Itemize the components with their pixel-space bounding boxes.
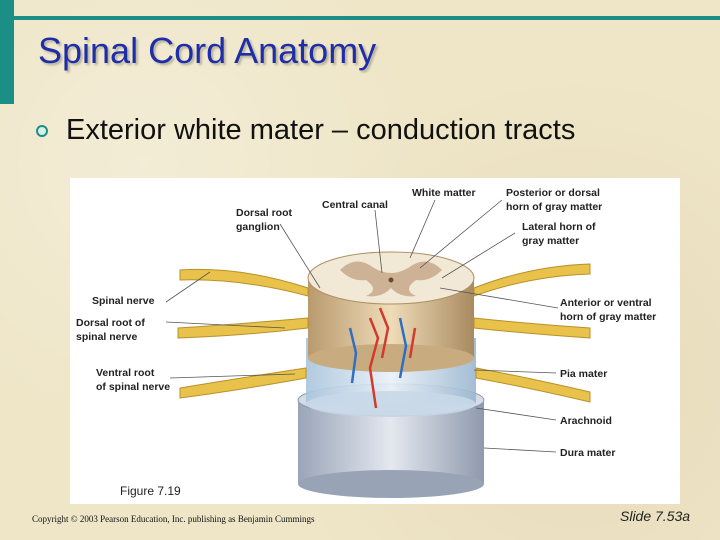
label-lateral-horn-1: Lateral horn of (522, 221, 596, 233)
label-dorsal-root-2: spinal nerve (76, 331, 137, 343)
label-central-canal: Central canal (322, 199, 388, 211)
left-nerves (177, 268, 309, 399)
slide-number: Slide 7.53a (620, 508, 691, 524)
label-spinal-nerve: Spinal nerve (92, 295, 155, 307)
label-white-matter: White matter (412, 187, 476, 199)
label-posterior-horn-2: horn of gray matter (506, 201, 602, 213)
spinal-cord-illustration: White matter Posterior or dorsal horn of… (76, 187, 656, 498)
bullet-item: Exterior white mater – conduction tracts (36, 114, 575, 147)
label-dorsal-ganglion-2: ganglion (236, 221, 280, 233)
slide-title: Spinal Cord Anatomy (38, 30, 377, 71)
label-anterior-horn-2: horn of gray matter (560, 311, 656, 323)
label-dorsal-root-1: Dorsal root of (76, 317, 145, 329)
top-rule (14, 16, 720, 20)
label-arachnoid: Arachnoid (560, 415, 612, 427)
label-posterior-horn-1: Posterior or dorsal (506, 187, 600, 199)
spinal-cord-shape (307, 251, 475, 372)
blood-vessels (348, 307, 417, 409)
copyright-text: Copyright © 2003 Pearson Education, Inc.… (32, 514, 315, 524)
label-anterior-horn-1: Anterior or ventral (560, 297, 652, 309)
leader-lines (165, 199, 559, 453)
label-ventral-root-2: of spinal nerve (96, 381, 170, 393)
spinal-cord-figure: White matter Posterior or dorsal horn of… (70, 178, 680, 504)
label-lateral-horn-2: gray matter (522, 235, 579, 247)
accent-bar (0, 0, 14, 104)
bullet-text: Exterior white mater – conduction tracts (66, 114, 576, 146)
label-pia-mater: Pia mater (560, 368, 607, 380)
label-dorsal-ganglion-1: Dorsal root (236, 207, 293, 219)
right-nerves (473, 263, 591, 403)
label-ventral-root-1: Ventral root (96, 367, 155, 379)
label-dura-mater: Dura mater (560, 447, 615, 459)
figure-caption: Figure 7.19 (120, 484, 181, 498)
bullet-icon (36, 124, 48, 137)
